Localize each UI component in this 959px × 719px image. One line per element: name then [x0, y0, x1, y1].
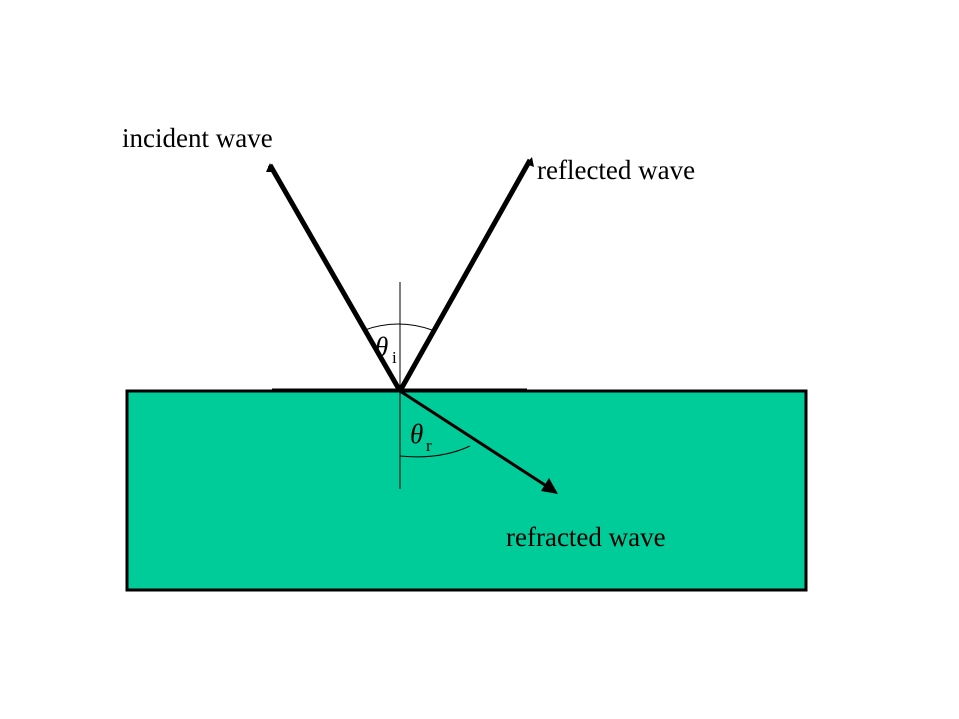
incident-ray	[267, 163, 403, 393]
incident-ray-tip	[266, 163, 274, 172]
theta-i-symbol: θ	[375, 332, 388, 362]
medium-block	[125, 389, 808, 592]
refracted-wave-label: refracted wave	[506, 522, 666, 552]
refraction-angle-arc	[399, 445, 471, 458]
refracted-ray-arrowhead	[541, 478, 558, 494]
incident-wave-label: incident wave	[122, 123, 273, 153]
reflected-wave-label: reflected wave	[537, 155, 695, 185]
incidence-angle-arc	[364, 323, 433, 331]
theta-r-symbol: θ	[410, 419, 423, 449]
reflected-ray-tip	[526, 157, 534, 167]
theta-r-subscript: r	[426, 436, 432, 455]
theta-i-subscript: i	[392, 348, 397, 367]
reflected-ray	[397, 158, 533, 393]
refracted-ray	[399, 389, 549, 489]
